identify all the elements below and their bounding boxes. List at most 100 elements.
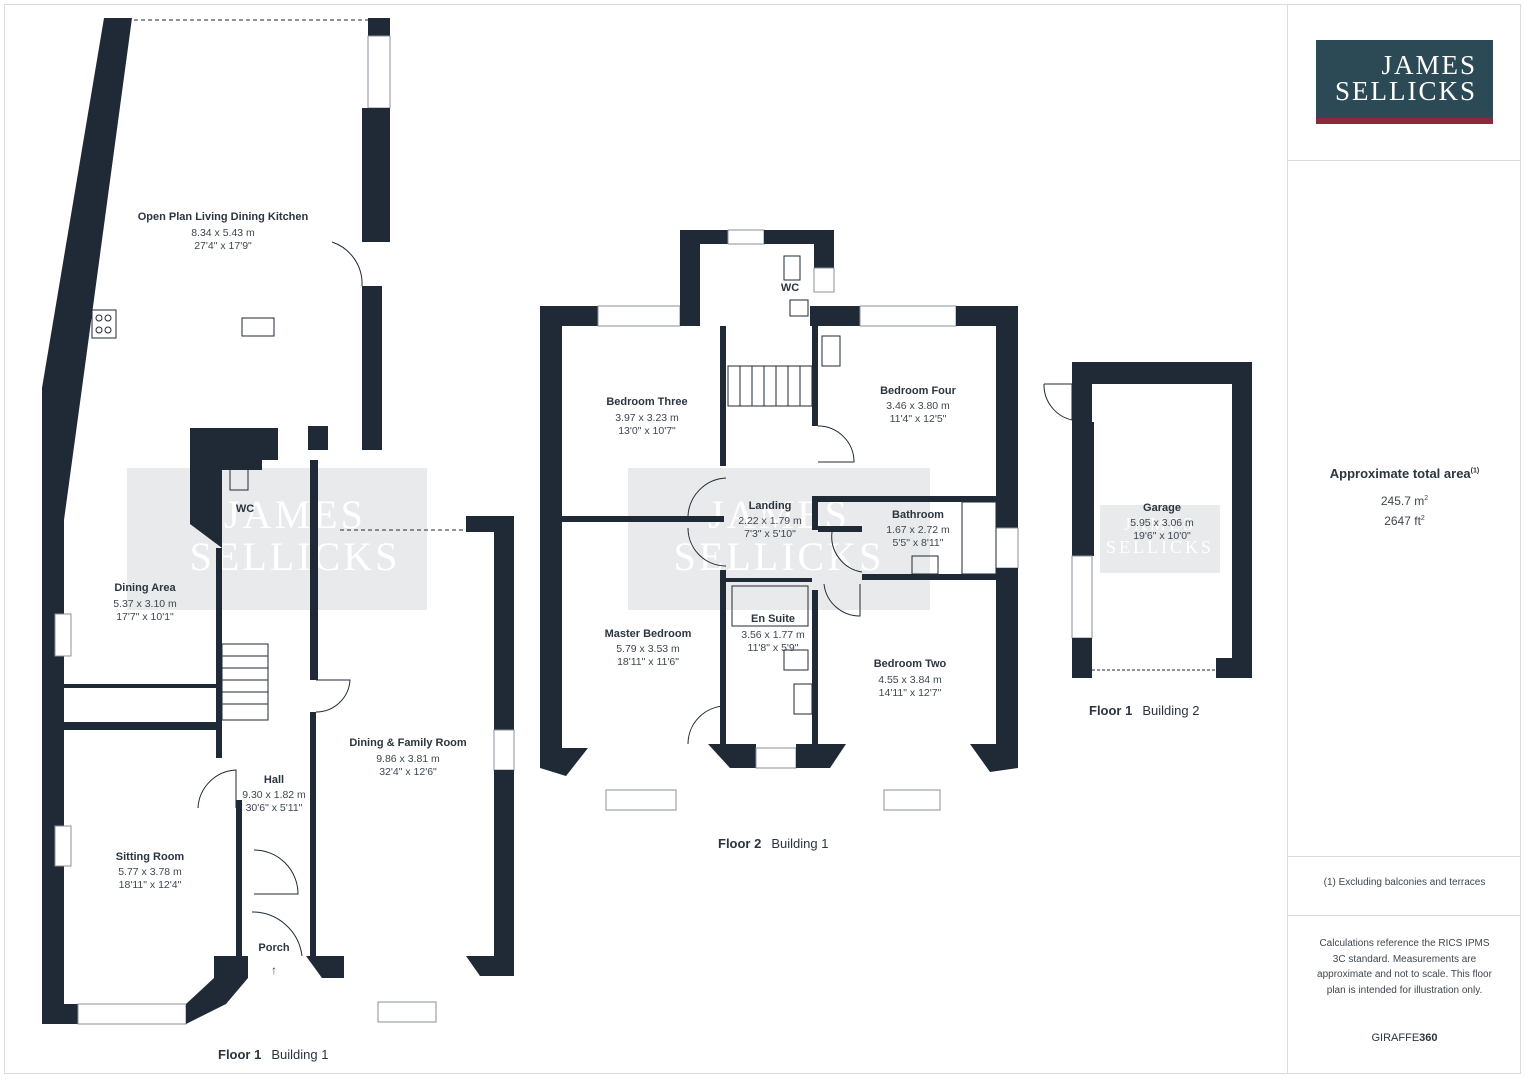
- hall-east-wall: [310, 460, 318, 680]
- room-name: Open Plan Living Dining Kitchen: [138, 211, 309, 223]
- bed4-nw-corner: [810, 306, 860, 326]
- svg-text:JAMES: JAMES: [1124, 514, 1196, 534]
- hall-west-wall-lower: [236, 800, 242, 960]
- room-name: Master Bedroom: [605, 628, 692, 640]
- master-bay-window: [605, 789, 677, 811]
- f2-west-wall: [540, 306, 562, 768]
- svg-text:SELLICKS: SELLICKS: [674, 534, 885, 579]
- kitchen-inner-wall: [308, 426, 328, 450]
- bed2-bay-east: [970, 744, 1018, 772]
- bed4-door-swing: [817, 425, 855, 463]
- f2-east-wall-lower: [996, 568, 1018, 768]
- master-bay-east: [708, 744, 756, 768]
- bed3-door-swing: [687, 477, 727, 517]
- sitting-bay-east: [186, 956, 248, 1024]
- garage-west-wall-lower: [1072, 638, 1092, 678]
- watermark-floor-1: JAMES SELLICKS: [127, 468, 427, 610]
- hob-icon: [91, 309, 117, 339]
- floor-1-building-1-details: ↑: [91, 19, 466, 977]
- family-bay-window: [377, 1001, 437, 1023]
- garage-west-wall-mid: [1072, 422, 1094, 556]
- room-metric: 1.67 x 2.72 m: [886, 524, 950, 536]
- room-name: Dining Area: [114, 582, 176, 594]
- wc2-window: [813, 267, 835, 293]
- room-imperial: 18'11" x 12'4": [119, 879, 182, 891]
- hall-west-wall: [216, 548, 222, 758]
- room-metric: 3.46 x 3.80 m: [886, 400, 950, 412]
- room-metric: 2.22 x 1.79 m: [738, 515, 802, 527]
- room-imperial: 7'3" x 5'10": [744, 528, 796, 540]
- family-east-window: [493, 729, 515, 771]
- family-bay-west: [306, 956, 344, 978]
- room-name: WC: [781, 282, 799, 294]
- bed4-sink-icon: [821, 335, 841, 367]
- floor-2-walls: [540, 229, 1019, 811]
- svg-text:SELLICKS: SELLICKS: [190, 534, 401, 579]
- garage-side-door: [1043, 383, 1073, 421]
- kitchen-door-swing: [331, 241, 363, 287]
- total-area-title: Approximate total area(1): [1329, 466, 1480, 481]
- family-door-swing: [315, 679, 351, 713]
- bath-sink-icon: [911, 555, 939, 575]
- room-imperial: 11'4" x 12'5": [890, 413, 947, 425]
- stairs-icon: [221, 643, 269, 721]
- ensuite-sink-icon: [793, 683, 813, 715]
- svg-text:SELLICKS: SELLICKS: [1106, 537, 1214, 557]
- room-metric: 5.37 x 3.10 m: [113, 598, 177, 610]
- master-door-swing: [687, 527, 727, 567]
- family-east-wall-upper: [494, 516, 514, 730]
- room-metric: 4.55 x 3.84 m: [878, 674, 942, 686]
- ensuite-toilet-icon: [783, 649, 809, 671]
- logo-accent-bar: [1316, 118, 1493, 124]
- hall-door-swing: [253, 849, 299, 895]
- area-footnote: (1) Excluding balconies and terraces: [1323, 877, 1486, 888]
- room-imperial: 5'5" x 8'11": [893, 537, 944, 549]
- family-east-wall-lower: [494, 770, 514, 976]
- ensuite-window: [755, 747, 797, 769]
- landing-window: [727, 229, 765, 245]
- bed3-south-wall: [562, 516, 724, 522]
- island-icon: [241, 317, 275, 337]
- stair-west-wall: [680, 230, 700, 326]
- sitting-north-wall: [62, 722, 216, 730]
- logo-line-1: JAMES: [1381, 50, 1477, 80]
- bed4-window: [859, 305, 957, 327]
- garage-north-wall: [1072, 362, 1252, 384]
- room-name: Bedroom Two: [874, 658, 947, 670]
- room-name: Landing: [749, 500, 792, 512]
- wc2-sink-icon: [789, 299, 809, 317]
- kitchen-east-wall-upper: [362, 108, 390, 242]
- stair-north-wall: [680, 230, 728, 244]
- floor-2-details: [687, 255, 997, 745]
- room-metric: 5.77 x 3.78 m: [118, 866, 182, 878]
- ensuite-door-swing: [687, 705, 727, 745]
- garage-west-wall-upper: [1072, 362, 1092, 422]
- kitchen-east-wall-lower: [362, 286, 382, 450]
- kitchen-ne-corner: [368, 18, 390, 36]
- svg-text:JAMES: JAMES: [224, 492, 366, 537]
- wc-toilet-icon: [229, 465, 249, 491]
- bed2-bay-window: [883, 789, 941, 811]
- family-bay-east: [466, 956, 514, 976]
- porch-door-swing: [251, 911, 303, 957]
- room-imperial: 14'11" x 12'7": [879, 687, 942, 699]
- sitting-sw-corner: [42, 1004, 78, 1024]
- garage-walls: [1043, 362, 1252, 678]
- divider: [1288, 915, 1521, 916]
- bed2-bay-west: [796, 744, 846, 768]
- room-name: Sitting Room: [116, 851, 185, 863]
- garage-se-corner: [1216, 658, 1252, 678]
- room-imperial: 32'4" x 12'6": [379, 766, 437, 778]
- garage-east-wall: [1232, 362, 1252, 678]
- sitting-bay-window: [77, 1003, 187, 1025]
- kitchen-west-wall: [42, 18, 132, 520]
- bed2-door-swing: [823, 583, 861, 617]
- master-bay-west: [540, 748, 588, 776]
- room-imperial: 11'8" x 5'9": [748, 642, 799, 654]
- wc-walls: [190, 428, 278, 548]
- bath-window: [995, 527, 1019, 569]
